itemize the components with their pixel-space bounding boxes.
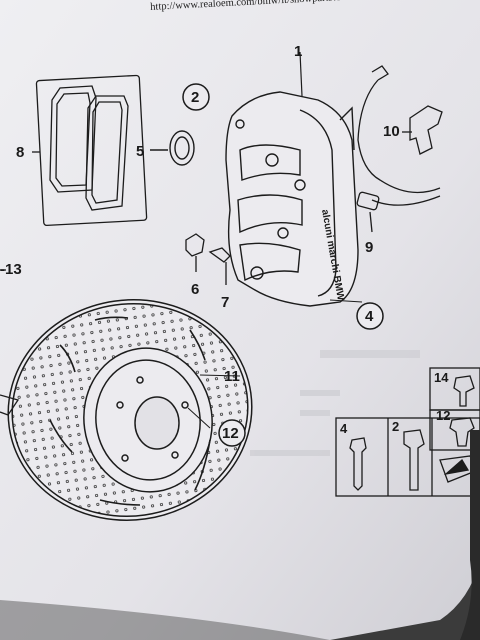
brake-pads-drawing — [32, 74, 148, 227]
left-fragment-drawing — [0, 269, 20, 416]
wear-sensor-drawing — [356, 65, 441, 233]
callout-13: -13 — [0, 261, 22, 278]
table-label-2: 2 — [392, 419, 400, 434]
callout-6: 6 — [191, 281, 200, 298]
clip-drawing — [402, 105, 443, 155]
callout-4: 4 — [365, 308, 374, 325]
callout-7: 7 — [221, 294, 230, 311]
caliper-drawing — [225, 51, 363, 307]
callout-2: 2 — [191, 89, 200, 106]
callout-circles — [182, 83, 384, 447]
paper-edge-shadow — [460, 430, 480, 640]
table-label-12: 12 — [436, 408, 451, 423]
callout-8: 8 — [16, 144, 25, 161]
table-label-14: 14 — [434, 370, 449, 385]
callout-5: 5 — [136, 143, 145, 160]
table-label-4: 4 — [340, 421, 348, 436]
seal-ring-drawing — [150, 130, 195, 166]
parts-table-drawing — [335, 367, 480, 497]
callout-10: 10 — [383, 123, 400, 140]
callout-1: 1 — [294, 43, 303, 60]
brake-disc-drawing — [7, 299, 253, 521]
callout-9: 9 — [365, 239, 374, 256]
bleeder-screw-drawing — [185, 233, 231, 285]
callout-11: 11 — [224, 368, 240, 385]
callout-12: 12 — [222, 425, 239, 442]
